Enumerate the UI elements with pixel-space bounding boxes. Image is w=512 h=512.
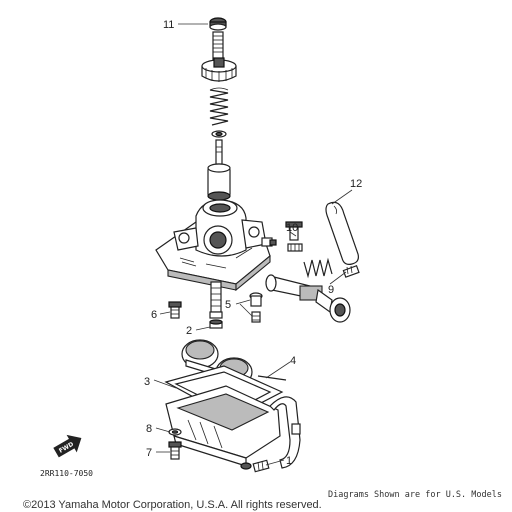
part-7-drain-screw[interactable]	[168, 441, 182, 460]
part-2-main-jet[interactable]	[209, 319, 223, 329]
callout-3: 3	[144, 376, 150, 388]
carburetor-body[interactable]	[155, 199, 277, 292]
jet-needle	[215, 139, 223, 165]
float-bowl[interactable]	[165, 385, 301, 469]
callout-5: 5	[225, 299, 231, 311]
callout-8: 8	[146, 423, 152, 435]
idle-adjust-screw[interactable]	[287, 243, 303, 252]
part-11-cap-nut[interactable]	[209, 17, 227, 31]
part-12-hose[interactable]	[325, 201, 359, 265]
diagram-reference-code: 2RR110-7050	[40, 469, 93, 478]
callout-7: 7	[146, 447, 152, 459]
needle-jet[interactable]	[209, 281, 223, 319]
needle-clip	[211, 130, 227, 138]
copyright-notice: ©2013 Yamaha Motor Corporation, U.S.A. A…	[23, 499, 322, 511]
callout-11: 11	[163, 19, 174, 31]
throttle-spring	[209, 87, 229, 126]
models-note: Diagrams Shown are for U.S. Models	[328, 490, 502, 500]
part-9-screw[interactable]	[342, 265, 360, 278]
part-8-washer[interactable]	[168, 428, 182, 436]
callout-6: 6	[151, 309, 157, 321]
fwd-arrow-icon: FWD	[53, 434, 82, 458]
callout-12: 12	[350, 178, 362, 190]
starter-plunger-assembly[interactable]	[265, 257, 351, 323]
throttle-valve[interactable]	[207, 163, 231, 201]
callout-2: 2	[186, 325, 192, 337]
callout-4: 4	[290, 355, 296, 367]
callout-1: 1	[286, 455, 292, 467]
throttle-cable-adjuster[interactable]	[201, 31, 237, 82]
callout-9: 9	[328, 284, 334, 296]
part-5-pilot-jet[interactable]	[249, 292, 263, 323]
callout-10: 10	[286, 222, 298, 234]
part-10-screw[interactable]	[285, 221, 303, 241]
part-6-pilot-screw[interactable]	[168, 301, 182, 319]
callout-leaders	[153, 23, 353, 466]
